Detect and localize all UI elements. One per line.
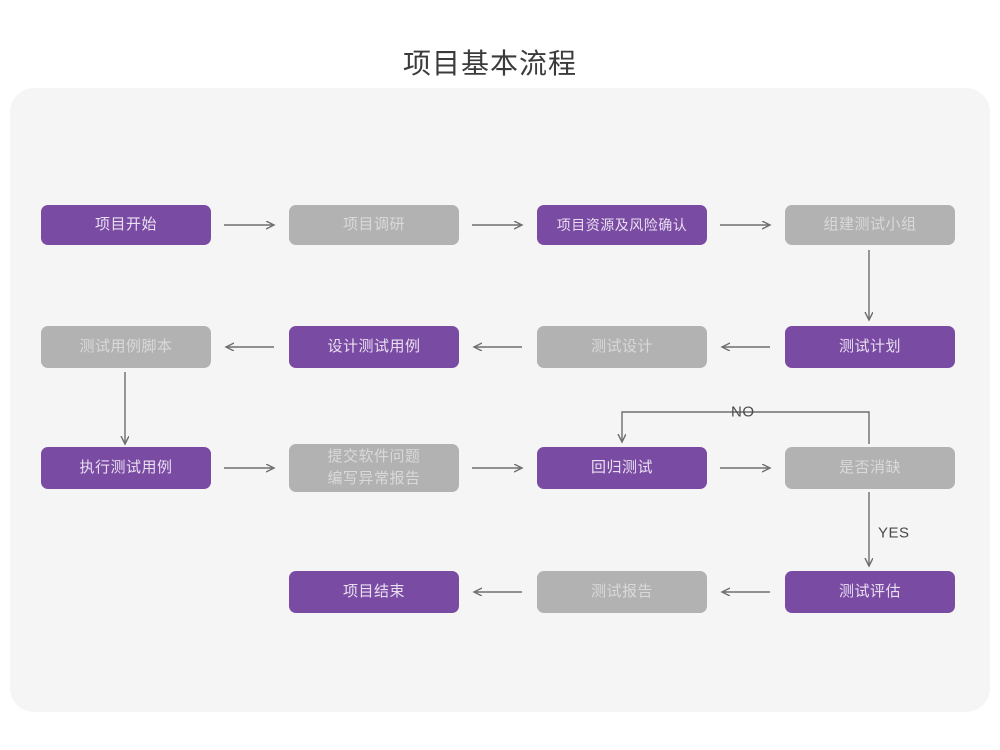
node-project-end[interactable]: 项目结束 (289, 571, 459, 613)
node-execute-test-case[interactable]: 执行测试用例 (41, 447, 211, 489)
node-build-test-team[interactable]: 组建测试小组 (785, 205, 955, 245)
node-test-case-script[interactable]: 测试用例脚本 (41, 326, 211, 368)
node-project-start[interactable]: 项目开始 (41, 205, 211, 245)
page-title: 项目基本流程 (402, 48, 577, 79)
node-submit-issue-report[interactable]: 提交软件问题 编写异常报告 (289, 444, 459, 492)
node-test-evaluation[interactable]: 测试评估 (785, 571, 955, 613)
node-project-research[interactable]: 项目调研 (289, 205, 459, 245)
edge-n12-n11-no (622, 411, 870, 444)
edge-label-no: NO (731, 403, 755, 421)
node-test-plan[interactable]: 测试计划 (785, 326, 955, 368)
node-test-design[interactable]: 测试设计 (537, 326, 707, 368)
node-test-report[interactable]: 测试报告 (537, 571, 707, 613)
edge-label-yes: YES (878, 524, 910, 542)
node-resource-risk[interactable]: 项目资源及风险确认 (537, 205, 707, 245)
node-defect-cleared[interactable]: 是否消缺 (785, 447, 955, 489)
node-regression-test[interactable]: 回归测试 (537, 447, 707, 489)
node-design-test-case[interactable]: 设计测试用例 (289, 326, 459, 368)
